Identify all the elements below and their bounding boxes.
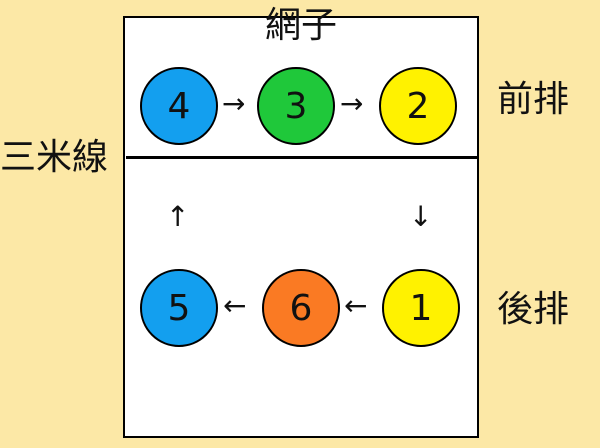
rotation-arrow-5-to-4: ↑ bbox=[166, 200, 190, 233]
back-row-label: 後排 bbox=[497, 289, 570, 330]
position-3-circle: 3 bbox=[257, 67, 335, 145]
net-label: 網子 bbox=[265, 5, 338, 46]
front-row-label: 前排 bbox=[497, 79, 570, 120]
rotation-arrow-2-to-1: ↓ bbox=[409, 200, 433, 233]
attack-line bbox=[126, 156, 478, 159]
position-4-circle: 4 bbox=[140, 67, 218, 145]
rotation-arrow-6-to-5: ← bbox=[223, 289, 247, 322]
position-2-circle: 2 bbox=[379, 67, 457, 145]
rotation-arrow-4-to-3: → bbox=[222, 87, 246, 120]
position-6-circle: 6 bbox=[262, 269, 340, 347]
position-5-circle: 5 bbox=[140, 269, 218, 347]
rotation-arrow-3-to-2: → bbox=[340, 87, 364, 120]
attack-line-label: 三米線 bbox=[0, 137, 109, 178]
position-1-circle: 1 bbox=[382, 269, 460, 347]
rotation-arrow-1-to-6: ← bbox=[344, 289, 368, 322]
